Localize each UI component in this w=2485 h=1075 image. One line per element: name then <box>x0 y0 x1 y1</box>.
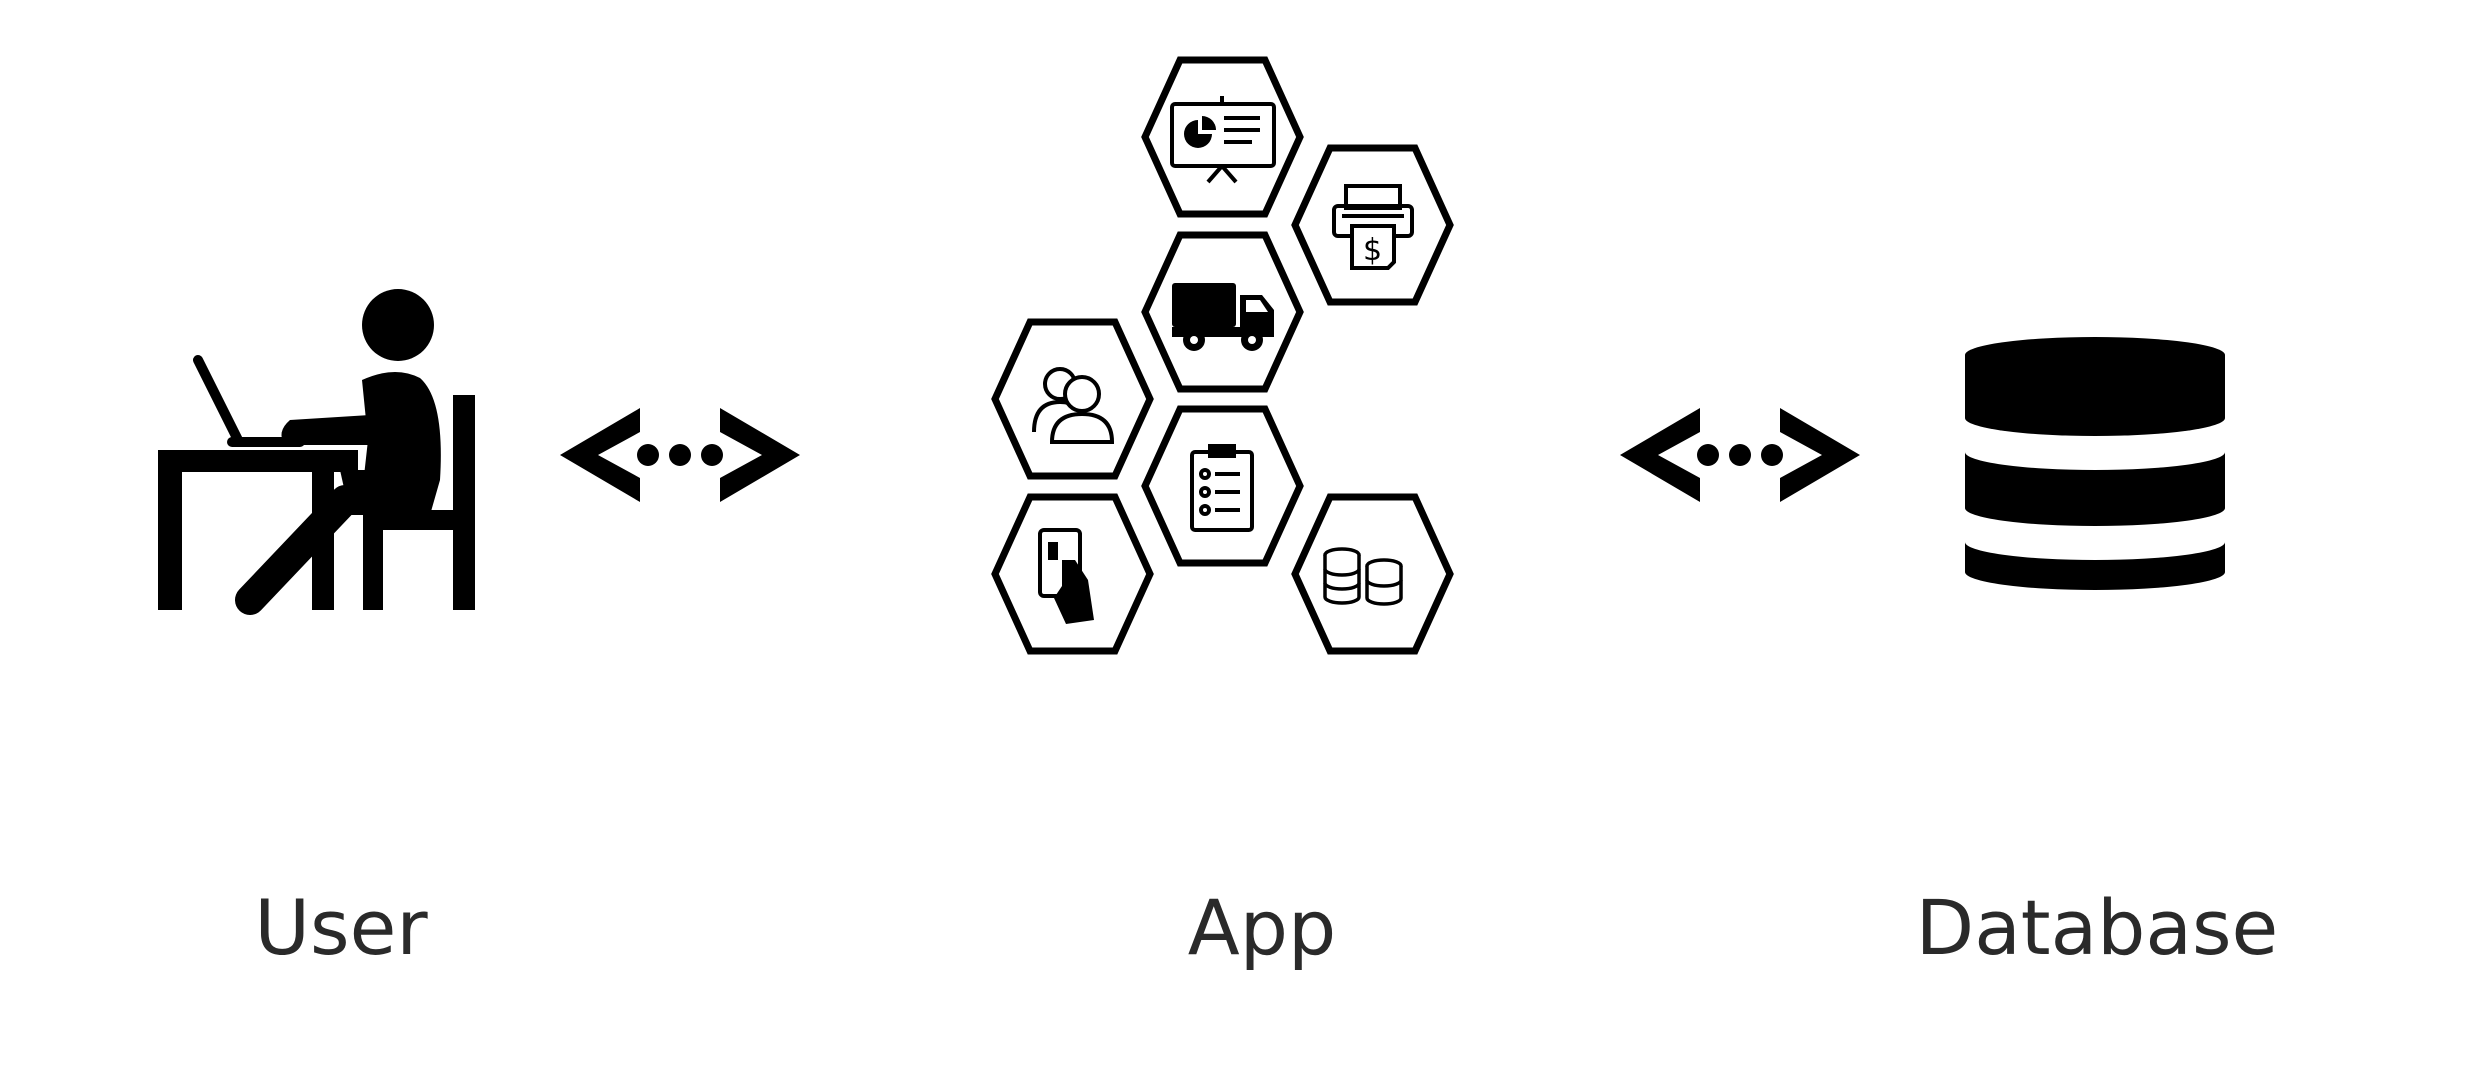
database-cylinder-icon <box>1965 337 2225 590</box>
card-payment-icon <box>1038 528 1094 624</box>
invoice-printer-icon: $ <box>1332 184 1414 270</box>
app-hexagon-cluster-icon: $ <box>991 56 1454 655</box>
node-label-user: User <box>254 883 428 972</box>
delivery-truck-icon <box>1172 283 1274 351</box>
coins-stack-icon <box>1323 547 1403 606</box>
checklist-clipboard-icon <box>1190 444 1254 532</box>
node-label-database: Database <box>1915 883 2279 972</box>
bidirectional-arrow-icon <box>560 408 800 502</box>
users-group-icon <box>1032 367 1115 444</box>
person-at-laptop-icon <box>158 289 475 615</box>
bidirectional-arrow-icon <box>1620 408 1860 502</box>
node-label-app: App <box>1187 883 1337 972</box>
presentation-board-icon <box>1170 96 1276 184</box>
svg-text:$: $ <box>1363 233 1382 268</box>
